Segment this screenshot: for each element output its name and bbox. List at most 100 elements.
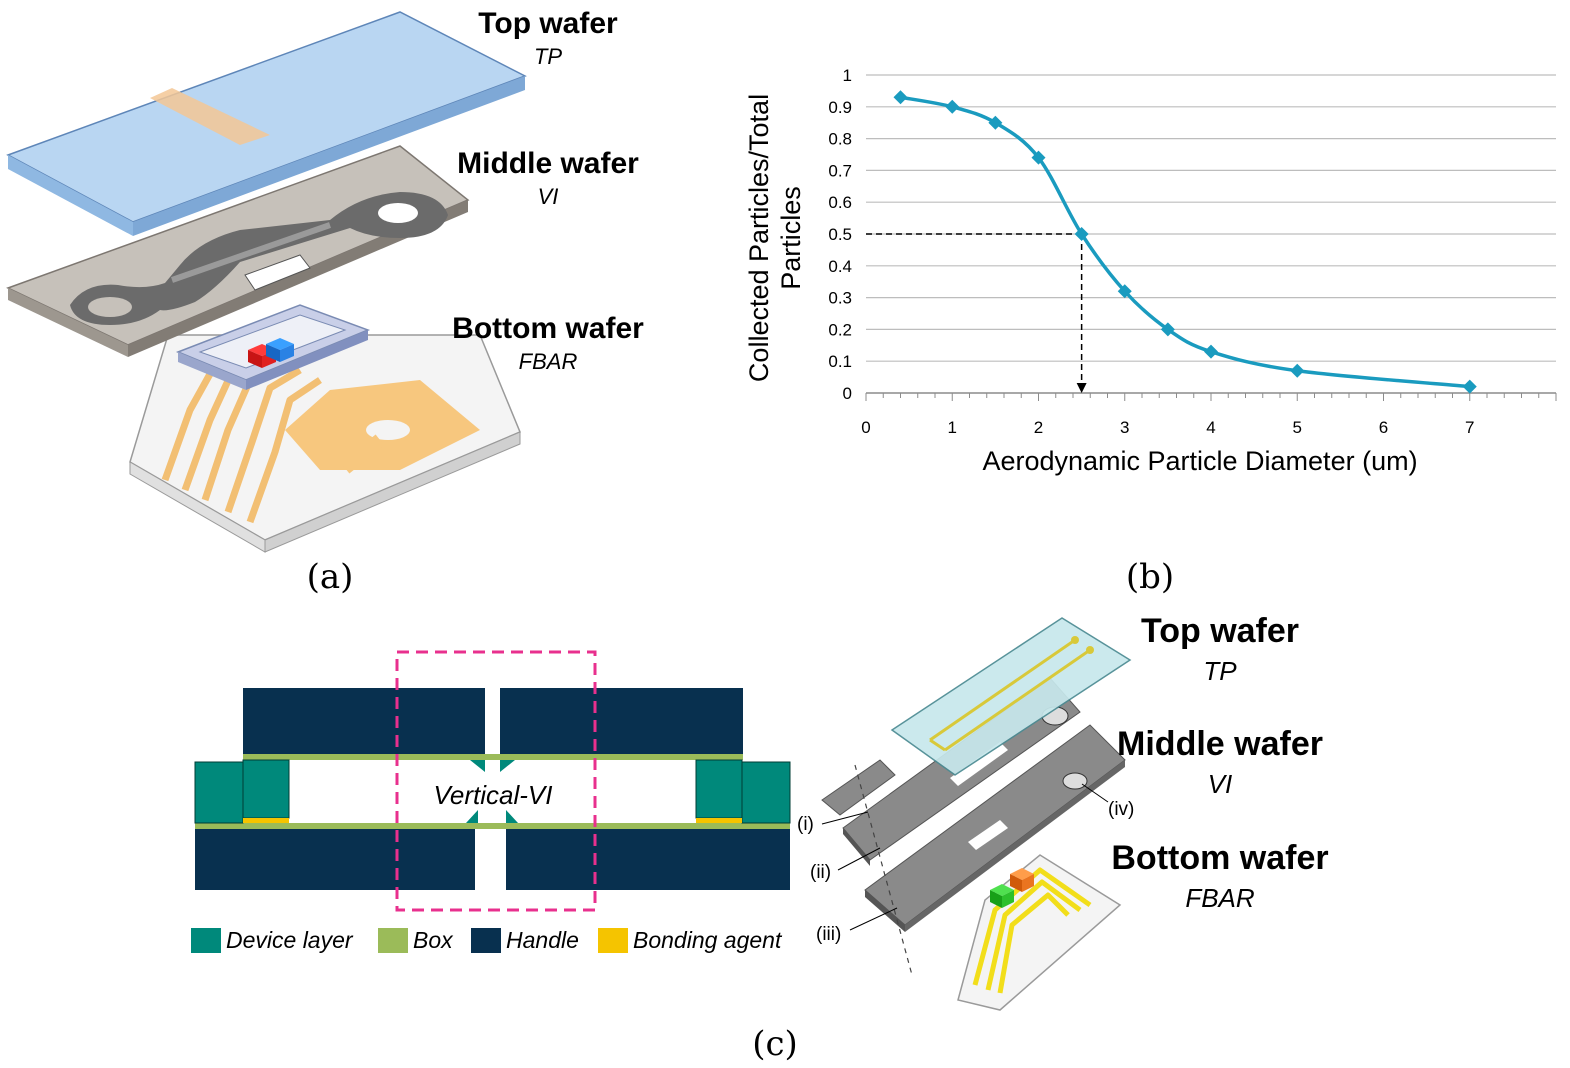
panel-c-top-wafer-abbr: TP <box>1203 656 1237 686</box>
chart-data-point <box>945 99 960 114</box>
legend-swatch-device-layer <box>191 928 221 953</box>
chart-x-tick-label: 6 <box>1379 418 1388 437</box>
middle-wafer-drawing <box>6 145 470 357</box>
chart-annotation <box>866 233 1087 393</box>
chart-y-tick-label: 0.9 <box>828 98 852 117</box>
nozzle-tip-top-right <box>500 760 515 772</box>
panel-c-bottom-wafer-abbr: FBAR <box>1185 883 1254 913</box>
bonding-agent-left <box>243 818 289 823</box>
chart-data-point <box>893 90 908 105</box>
chart-data-point <box>988 115 1003 130</box>
chart-data-point <box>1074 227 1089 241</box>
panel-a-middle-wafer-label: Middle wafer <box>457 147 639 180</box>
chart-y-tick-label: 0.7 <box>828 161 852 180</box>
chart-data-point <box>1117 284 1132 299</box>
bottom-wafer-drawing <box>129 334 521 553</box>
legend-label-box: Box <box>413 927 454 953</box>
chart-data-point <box>1290 363 1305 378</box>
chart-y-tick-labels: 00.10.20.30.40.50.60.70.80.91 <box>828 66 852 403</box>
chart-y-tick-label: 0.2 <box>828 320 852 339</box>
chart-data-point <box>1160 322 1175 337</box>
callout-leader-ii <box>837 847 881 871</box>
vertical-vi-label: Vertical-VI <box>434 780 553 810</box>
legend-swatch-bonding-agent <box>598 928 628 953</box>
panel-a-top-wafer-label: Top wafer <box>478 7 618 40</box>
chart-y-tick-label: 0.8 <box>828 130 852 149</box>
chart-y-tick-label: 0.1 <box>828 352 852 371</box>
chart-x-tick-label: 7 <box>1465 418 1474 437</box>
callout-leader-iv <box>1081 783 1109 803</box>
panel-b-letter: (b) <box>1126 557 1174 597</box>
legend-label-bonding-agent: Bonding agent <box>633 927 783 953</box>
top-handle-left <box>243 688 485 754</box>
panel-c-exploded-view: (i) (ii) (iii) (iv) Top wafer TP Middle … <box>797 612 1329 1011</box>
bonding-agent-right <box>696 818 742 823</box>
panel-a-top-wafer-abbr: TP <box>534 44 562 69</box>
chart-y-tick-label: 0.4 <box>828 257 852 276</box>
callout-ii: (ii) <box>810 862 831 883</box>
nozzle-tip-top-left <box>470 760 485 772</box>
c-flow-axis-line <box>854 764 913 976</box>
chart-data-point <box>1462 379 1477 394</box>
chart-axes <box>865 392 1557 401</box>
device-layer-left-inner <box>242 759 290 819</box>
callout-i: (i) <box>797 814 814 835</box>
chart-y-tick-label: 0.6 <box>828 193 852 212</box>
callout-iv: (iv) <box>1108 799 1134 820</box>
cross-section-legend: Device layer Box Handle Bonding agent <box>191 927 783 953</box>
panel-c-bottom-wafer-label: Bottom wafer <box>1111 839 1328 877</box>
bottom-handle-left <box>195 829 475 890</box>
c-bottom-wafer-drawing <box>957 854 1122 1011</box>
chart-annotation-arrowhead <box>1076 383 1087 393</box>
panel-a-middle-wafer-abbr: VI <box>538 184 559 209</box>
panel-a-bottom-wafer-label: Bottom wafer <box>452 312 644 345</box>
chart-grid <box>866 74 1556 362</box>
nozzle-tip-bottom-right <box>506 810 518 823</box>
chart-series-line <box>900 95 1470 389</box>
chart-x-tick-label: 4 <box>1206 418 1215 437</box>
chart-y-axis-title-line-1: Collected Particles/Total <box>744 94 774 382</box>
panel-c-letter: (c) <box>752 1024 798 1064</box>
chart-data-point <box>1031 150 1046 165</box>
device-layer-right-outer <box>741 761 791 824</box>
panel-c-cross-section: Vertical-VI Device layer Box Handle Bond… <box>191 650 791 953</box>
chart-y-tick-label: 1 <box>843 66 852 85</box>
chart-series <box>893 90 1477 394</box>
chart-x-tick-label: 3 <box>1120 418 1129 437</box>
chart-x-axis-title: Aerodynamic Particle Diameter (um) <box>982 446 1417 476</box>
chart-x-tick-label: 1 <box>948 418 957 437</box>
vertical-vi-region <box>395 650 597 912</box>
top-box-layer <box>243 754 743 760</box>
chart-data-point <box>1204 344 1218 359</box>
panel-c-top-wafer-label: Top wafer <box>1141 612 1299 650</box>
panel-c-middle-wafer-label: Middle wafer <box>1117 725 1323 763</box>
legend-swatch-handle <box>471 928 501 953</box>
device-layer-right-inner <box>695 759 743 819</box>
top-wafer-drawing <box>6 11 527 236</box>
chart-y-tick-label: 0 <box>843 384 852 403</box>
nozzle-tip-bottom-left <box>466 810 478 823</box>
chart-y-axis-title-line-2: Particles <box>776 186 806 290</box>
callout-iii: (iii) <box>816 924 841 945</box>
chart-y-tick-label: 0.5 <box>828 225 852 244</box>
callout-leader-iii <box>849 907 898 931</box>
panel-a: Top wafer TP Middle wafer VI Bottom wafe… <box>6 7 644 597</box>
fbar-chips <box>248 338 294 368</box>
panel-c-middle-wafer-abbr: VI <box>1208 769 1233 799</box>
device-layer-left-outer <box>194 761 244 824</box>
chart-y-axis-title: Collected Particles/Total Particles <box>744 94 806 382</box>
chart-x-tick-label: 2 <box>1034 418 1043 437</box>
legend-label-device-layer: Device layer <box>226 927 354 953</box>
legend-label-handle: Handle <box>506 927 579 953</box>
bottom-handle-right <box>506 829 790 890</box>
legend-swatch-box <box>378 928 408 953</box>
bottom-box-layer <box>195 823 790 829</box>
callout-leader-i <box>821 811 869 825</box>
top-handle-right <box>500 688 743 754</box>
chart-x-tick-label: 5 <box>1293 418 1302 437</box>
panel-a-letter: (a) <box>307 557 354 597</box>
panel-a-bottom-wafer-abbr: FBAR <box>519 349 578 374</box>
